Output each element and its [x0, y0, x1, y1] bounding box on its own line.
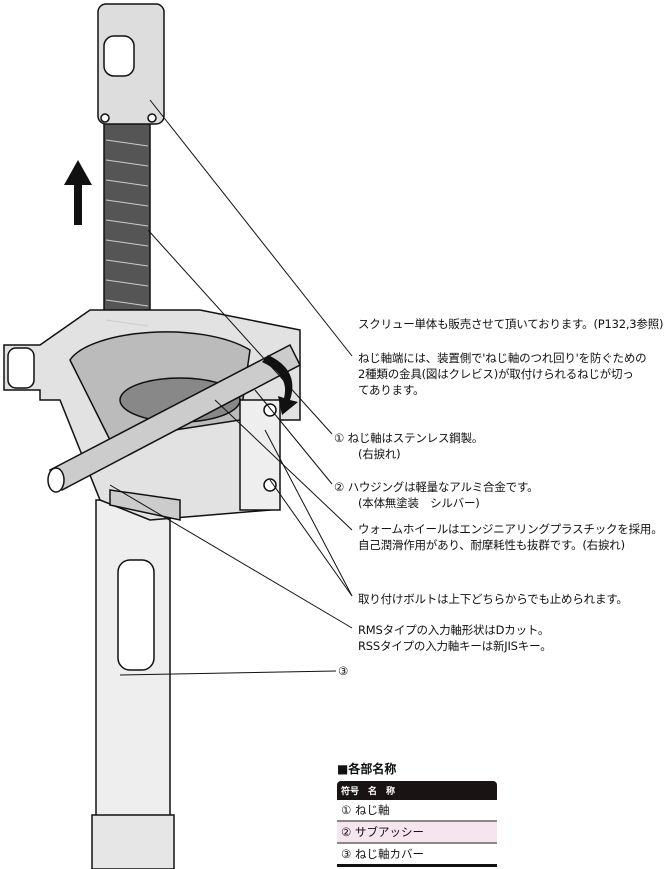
note-shaft-end-3: てあります。 — [358, 383, 425, 397]
note-shaft-material-2: (右捩れ) — [358, 447, 401, 461]
table-row: ③ ねじ軸カバー — [337, 844, 497, 867]
note-bolt: 取り付けボルトは上下どちらからでも止められます。 — [358, 592, 628, 606]
note-input-shaft-2: RSSタイプの入力軸キーは新JISキー。 — [358, 639, 552, 653]
note-housing-1: ② ハウジングは軽量なアルミ合金です。 — [334, 480, 539, 494]
table-row: ② サブアッシー — [337, 822, 497, 844]
cover-label: ③ — [338, 664, 349, 678]
leader-lines — [109, 99, 353, 676]
note-shaft-material-1: ① ねじ軸はステンレス鋼製。 — [334, 431, 484, 445]
note-shaft-end-2: 2種類の金具(図はクレビス)が取付けられるねじが切っ — [358, 367, 634, 381]
rotation-arrow-icon — [262, 355, 298, 415]
parts-table: ■各部名称 符号 名 称 ① ねじ軸 ② サブアッシー ③ ねじ軸カバー — [337, 760, 497, 867]
note-shaft-end-1: ねじ軸端には、装置側で'ねじ軸のつれ回り'を防ぐための — [358, 351, 647, 365]
note-worm-wheel-1: ウォームホイールはエンジニアリングプラスチックを採用。 — [358, 522, 663, 536]
up-arrow-icon — [64, 160, 92, 225]
parts-table-header: 符号 名 称 — [337, 781, 497, 800]
note-input-shaft-1: RMSタイプの入力軸形状はDカット。 — [358, 623, 550, 637]
note-screw-sold-separately: スクリュー単体も販売させて頂いております。(P132,3参照) — [358, 317, 664, 331]
note-housing-2: (本体無塗装 シルバー) — [358, 496, 480, 510]
parts-table-title: ■各部名称 — [337, 762, 397, 776]
table-row: ① ねじ軸 — [337, 800, 497, 822]
note-worm-wheel-2: 自己潤滑作用があり、耐摩耗性も抜群です。(右捩れ) — [358, 538, 625, 552]
screw-shaft — [103, 119, 151, 341]
